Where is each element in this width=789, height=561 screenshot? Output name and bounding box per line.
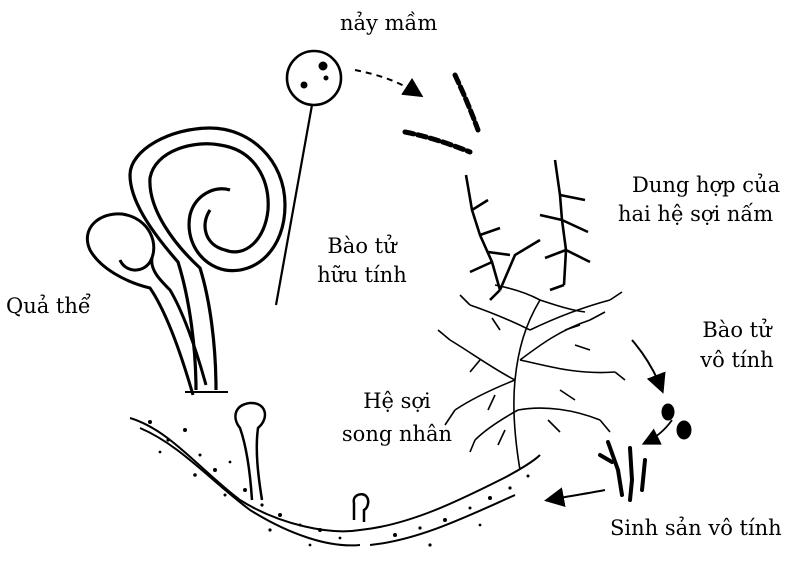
- young-mushroom: [235, 403, 265, 500]
- label-dikaryon-line1: Hệ sợi: [332, 388, 462, 415]
- hyphal-fusion: [466, 160, 590, 300]
- asexual-spores: [662, 404, 691, 439]
- label-fruiting-body: Quả thể: [6, 293, 91, 320]
- germinating-hyphae: [405, 75, 478, 152]
- label-asexual-spore-line2: vô tính: [692, 347, 782, 374]
- label-dikaryon-line2: song nhân: [332, 421, 462, 448]
- label-fusion-line2: hai hệ sợi nấm: [618, 201, 773, 228]
- return-arrow: [548, 490, 605, 500]
- dikaryotic-mycelium: [438, 285, 625, 470]
- label-fusion-line1: Dung hợp của: [632, 172, 780, 199]
- label-asexual-reproduction: Sinh sản vô tính: [610, 515, 782, 542]
- label-sexual-spore-line1: Bào tử: [312, 233, 412, 260]
- germination-arrow: [355, 70, 420, 95]
- label-germination: nảy mầm: [340, 10, 437, 37]
- asexual-spore-arrow: [632, 340, 662, 390]
- label-sexual-spore-line2: hữu tính: [312, 262, 412, 289]
- label-asexual-spore-line1: Bào tử: [692, 317, 782, 344]
- primordium: [354, 494, 368, 522]
- conidiophores: [600, 442, 645, 500]
- conidia-arrow: [645, 420, 672, 443]
